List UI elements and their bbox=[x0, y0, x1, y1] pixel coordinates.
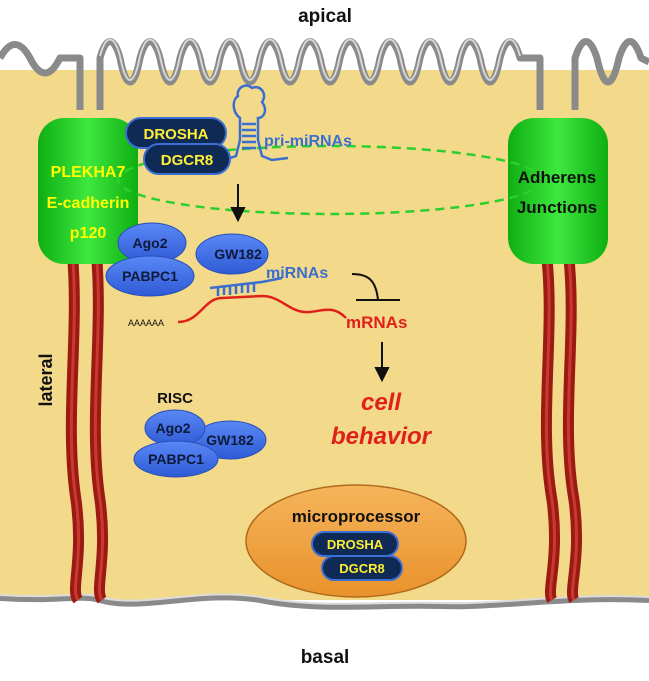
ecadherin-label: E-cadherin bbox=[47, 195, 130, 212]
lateral-label: lateral bbox=[36, 353, 56, 406]
risc-ago2-label: Ago2 bbox=[156, 420, 191, 436]
basal-membrane-highlight bbox=[0, 593, 649, 605]
p120-label: p120 bbox=[70, 225, 107, 242]
gw182-label: GW182 bbox=[214, 246, 262, 262]
pabpc1-label: PABPC1 bbox=[122, 268, 178, 284]
pri-mirnas-label: pri-miRNAs bbox=[264, 133, 352, 150]
mp-dgcr8-label: DGCR8 bbox=[339, 561, 385, 576]
behavior-label: behavior bbox=[331, 423, 433, 450]
junctions-label: Junctions bbox=[517, 198, 597, 217]
polya-tail-label: AAAAAA bbox=[128, 318, 164, 328]
right-junction-block bbox=[508, 118, 608, 264]
mp-drosha-label: DROSHA bbox=[327, 537, 384, 552]
cell-label: cell bbox=[361, 389, 402, 416]
dgcr8-box bbox=[143, 143, 231, 175]
mirna-strand bbox=[209, 276, 283, 296]
behavior-arrow bbox=[374, 342, 390, 383]
ago2-label: Ago2 bbox=[133, 235, 168, 251]
drosha-label: DROSHA bbox=[143, 126, 208, 143]
apical-membrane bbox=[0, 38, 649, 110]
inhibition-symbol bbox=[351, 273, 400, 301]
risc-label: RISC bbox=[157, 390, 193, 407]
mrnas-label: mRNAs bbox=[346, 313, 407, 332]
left-cadherin-strands bbox=[65, 249, 109, 604]
mirnas-label: miRNAs bbox=[266, 265, 328, 282]
apical-label: apical bbox=[298, 6, 352, 27]
risc-pabpc1-ellipse bbox=[133, 440, 219, 478]
basal-membrane bbox=[0, 594, 649, 610]
microprocessor-label: microprocessor bbox=[292, 507, 421, 526]
dgcr8-label: DGCR8 bbox=[161, 152, 214, 169]
pabpc1-ellipse bbox=[105, 255, 195, 297]
mp-dgcr8-box bbox=[321, 555, 403, 581]
pri-mirna-hairpin bbox=[218, 84, 289, 162]
plekha7-label: PLEKHA7 bbox=[51, 164, 126, 181]
mrna-strand bbox=[177, 294, 347, 324]
apical-membrane-highlight bbox=[99, 38, 521, 81]
gw182-ellipse bbox=[195, 233, 269, 275]
basal-label: basal bbox=[301, 647, 350, 668]
right-cadherin-strands bbox=[540, 249, 582, 603]
processing-arrow bbox=[230, 184, 246, 223]
risc-pabpc1-label: PABPC1 bbox=[148, 451, 204, 467]
junction-dashed-ring bbox=[116, 144, 544, 216]
risc-gw182-label: GW182 bbox=[206, 432, 254, 448]
left-junction-block bbox=[38, 118, 138, 264]
adherens-label: Adherens bbox=[518, 168, 596, 187]
